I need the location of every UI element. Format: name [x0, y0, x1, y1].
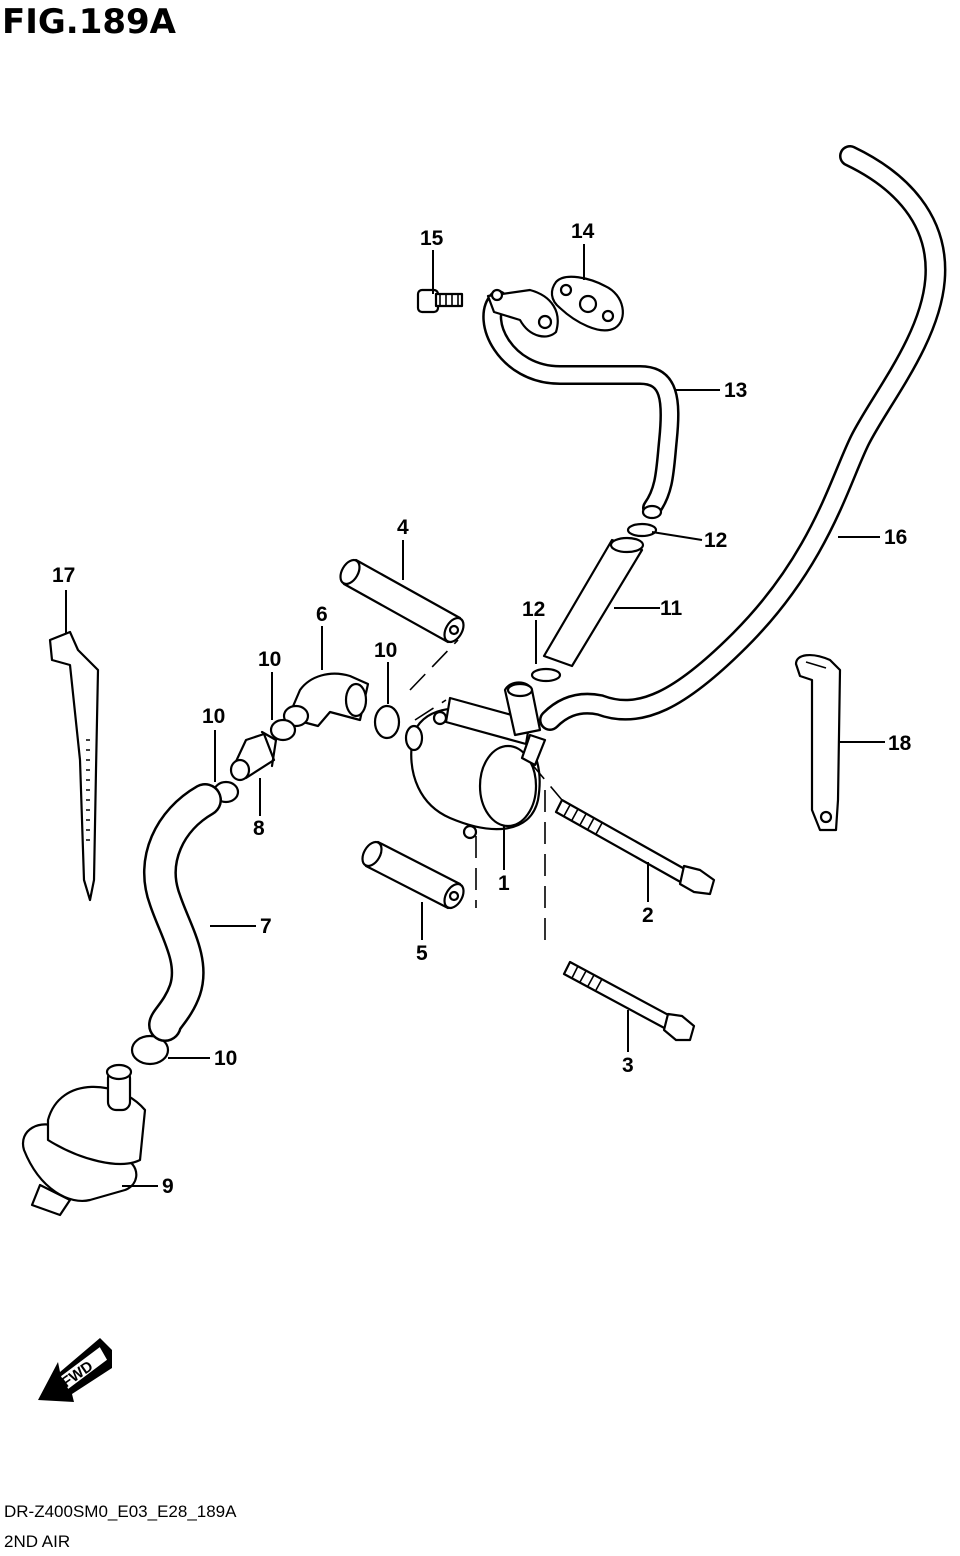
part-3-bolt[interactable]: [562, 960, 696, 1042]
callout-7: 7: [260, 915, 272, 938]
leader-lines: [65, 244, 885, 1187]
callout-15: 15: [420, 227, 444, 250]
callout-1: 1: [498, 872, 510, 895]
part-7-hose[interactable]: [143, 783, 222, 1042]
part-10-clamp-a[interactable]: [269, 718, 297, 742]
callout-6: 6: [316, 603, 328, 626]
callout-17: 17: [52, 564, 75, 587]
callout-2: 2: [642, 904, 654, 927]
callout-4: 4: [397, 516, 409, 539]
callout-3: 3: [622, 1054, 634, 1077]
figure-title: FIG.189A: [2, 2, 176, 42]
part-9-filter[interactable]: [21, 1063, 147, 1217]
part-13-pipe[interactable]: [482, 288, 680, 520]
callout-10-left: 10: [202, 705, 225, 728]
part-12-gasket-upper[interactable]: [626, 522, 658, 538]
part-4-hose[interactable]: [337, 557, 468, 646]
part-17-cable-tie[interactable]: [48, 630, 100, 902]
part-10-clamp-d[interactable]: [130, 1034, 170, 1066]
diagram-code: DR-Z400SM0_E03_E28_189A: [4, 1502, 237, 1521]
callout-13: 13: [724, 379, 747, 402]
callout-11: 11: [660, 597, 683, 620]
part-10-clamp-c[interactable]: [373, 704, 401, 740]
callout-8: 8: [253, 817, 265, 840]
part-15-bolt[interactable]: [416, 288, 464, 314]
part-18-bracket[interactable]: [794, 654, 842, 832]
part-8-joint[interactable]: [229, 730, 278, 782]
fwd-arrow-icon: FWD: [38, 1338, 112, 1402]
callout-10-lower: 10: [214, 1047, 237, 1070]
callout-14: 14: [571, 220, 595, 243]
part-12-gasket-lower[interactable]: [530, 667, 562, 683]
part-16-hose[interactable]: [539, 145, 947, 731]
part-14-gasket[interactable]: [550, 275, 624, 332]
callout-16: 16: [884, 526, 907, 549]
part-1-valve[interactable]: [404, 681, 547, 840]
callout-10-upper: 10: [258, 648, 281, 671]
callout-5: 5: [416, 942, 428, 965]
callout-18: 18: [888, 732, 912, 755]
callout-10-right: 10: [374, 639, 397, 662]
callout-12-upper: 12: [704, 529, 727, 552]
part-5-hose[interactable]: [359, 839, 468, 912]
part-2-bolt[interactable]: [554, 798, 716, 896]
part-6-elbow[interactable]: [282, 672, 370, 728]
callout-12-lower: 12: [522, 598, 545, 621]
part-11-hose[interactable]: [542, 536, 645, 668]
diagram-name: 2ND AIR: [4, 1532, 71, 1551]
callout-9: 9: [162, 1175, 174, 1198]
